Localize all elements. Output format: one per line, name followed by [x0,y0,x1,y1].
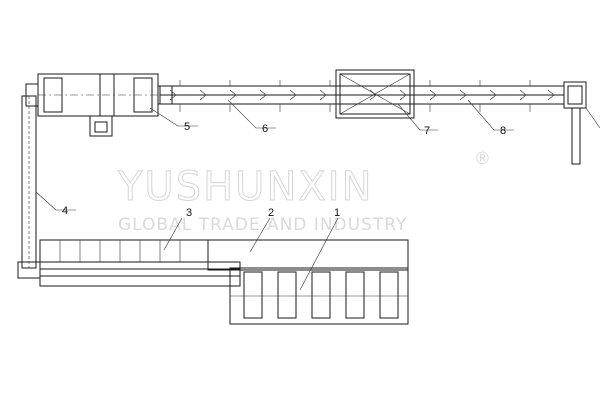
bucket-elevator [17,95,41,279]
bottom-belt-conveyor [39,239,241,287]
watermark-brand: YUSHUNXIN [117,164,374,210]
label-4: 4 [62,205,68,217]
label-1: 1 [334,207,340,219]
label-7: 7 [424,125,430,137]
rotary-drum [25,73,175,137]
label-2: 2 [268,207,274,219]
label-8: 8 [500,125,506,137]
label-5: 5 [184,121,190,133]
callout-leaders [35,99,514,291]
watermark-registered-mark: ® [474,149,492,169]
batching-station [207,239,409,325]
watermark-tagline: GLOBAL TRADE AND INDUSTRY [118,215,407,235]
label-3: 3 [186,207,192,219]
end-discharge-unit [563,81,600,165]
watermark: YUSHUNXIN ® GLOBAL TRADE AND INDUSTRY [117,149,492,235]
top-belt-conveyor [159,80,565,112]
label-6: 6 [262,123,268,135]
hopper-box [335,69,415,119]
